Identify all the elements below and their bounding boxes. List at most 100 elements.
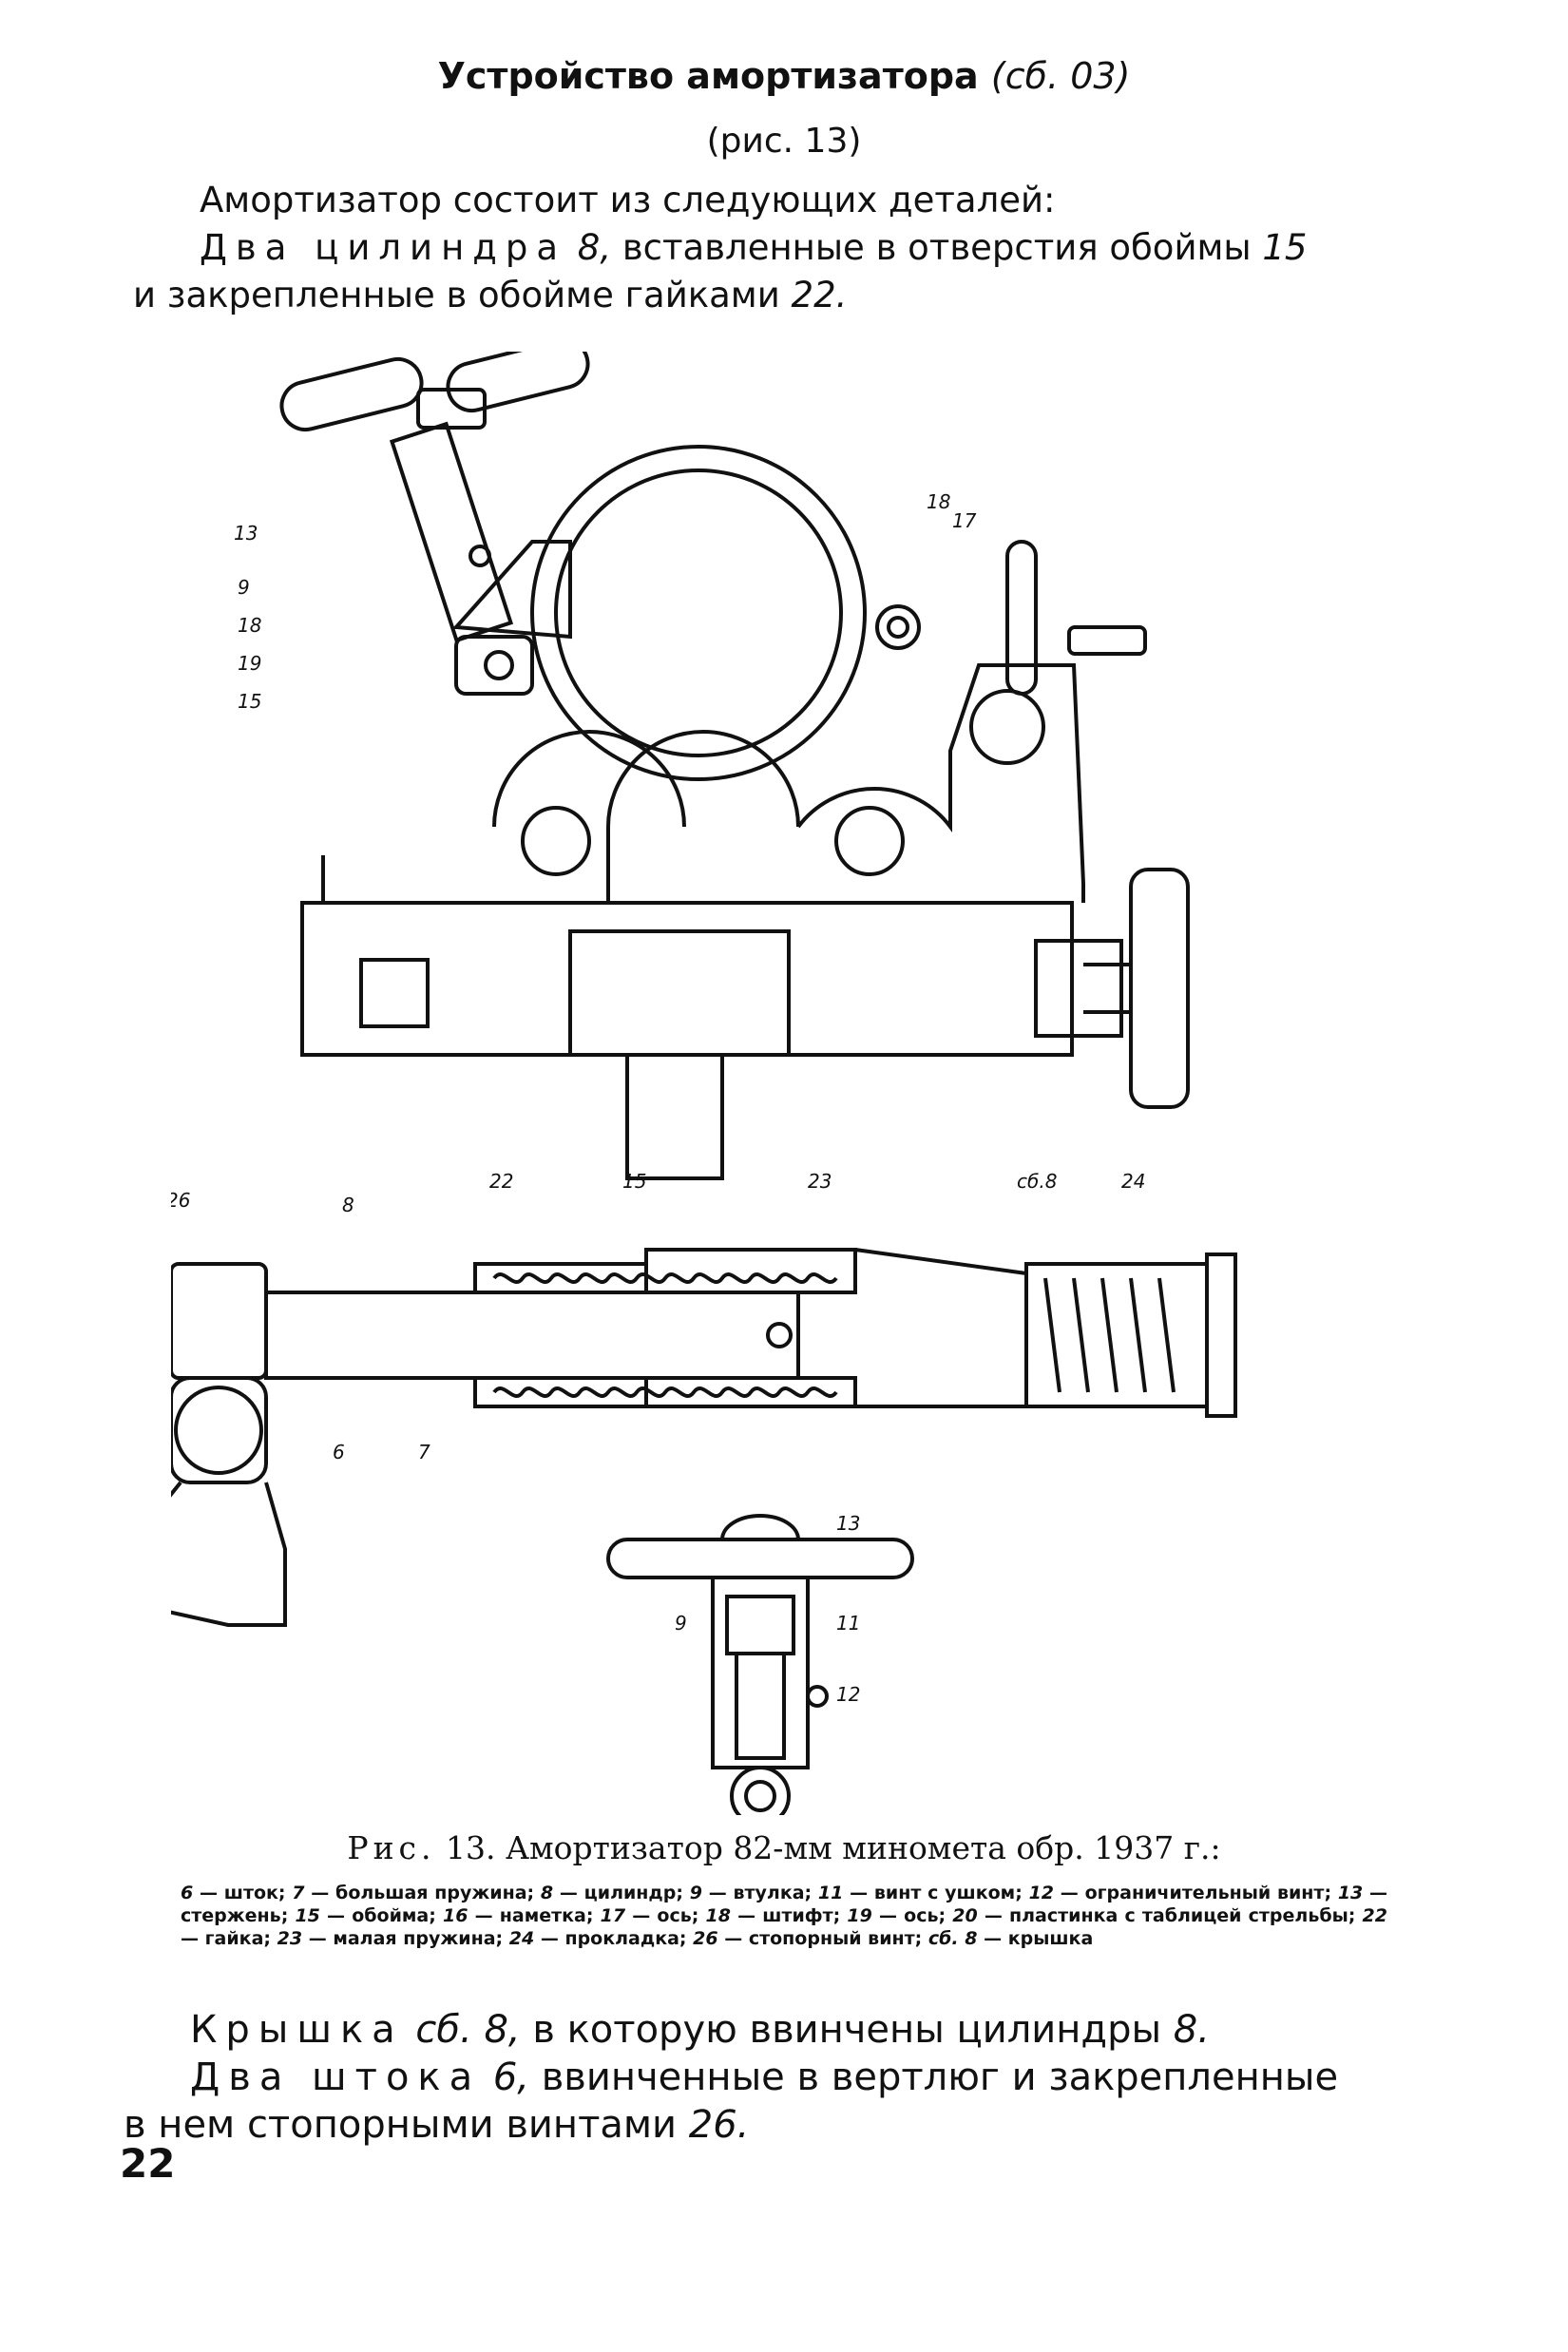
legend-item: 7 — большая пружина; — [292, 1883, 535, 1903]
legend-item-number: 18 — [705, 1905, 731, 1926]
label-11: 11 — [836, 1612, 860, 1635]
label-17: 17 — [952, 509, 977, 532]
section-title-ref: (сб. 03) — [990, 55, 1131, 97]
section-title-main: Устройство амортизатора — [437, 55, 979, 97]
label-13-bottom: 13 — [836, 1512, 860, 1535]
label-9-top: 9 — [238, 576, 250, 599]
legend-item: 11 — винт с ушком; — [817, 1883, 1023, 1903]
legend-item-number: 23 — [277, 1928, 303, 1949]
label-18-right: 18 — [927, 490, 950, 513]
section-title: Устройство амортизатора (сб. 03) — [0, 55, 1568, 97]
legend-item-number: 6 — [181, 1883, 194, 1903]
label-18-left: 18 — [238, 614, 261, 637]
legend-item-number: 20 — [952, 1905, 978, 1926]
clamp-ring-drawing — [451, 445, 921, 781]
after-num-1: 8. — [1173, 2008, 1210, 2052]
legend-item-number: 26 — [693, 1928, 718, 1949]
legend-item-text: гайка; — [204, 1928, 272, 1949]
intro-rest: вставленные в отверстия обоймы — [621, 227, 1252, 268]
label-6: 6 — [333, 1441, 345, 1463]
legend-item-number: сб. 8 — [927, 1928, 978, 1949]
legend-item-text: прокладка; — [564, 1928, 687, 1949]
legend-item-number: 16 — [443, 1905, 468, 1926]
intro-line3-text: и закрепленные в обойме гайками — [133, 275, 780, 316]
after-line3-ref: 26. — [688, 2103, 750, 2147]
section-subtitle: (рис. 13) — [706, 122, 862, 161]
legend-item-text: стопорный винт; — [748, 1928, 923, 1949]
label-sb8-b: сб.8 — [1017, 1170, 1057, 1193]
legend-item-text: шток; — [223, 1883, 286, 1903]
after-line3-text: в нем стопорными винтами — [124, 2103, 678, 2147]
intro-line-1: Амортизатор состоит из следующих деталей… — [200, 180, 1056, 220]
legend-item: 17 — ось; — [600, 1905, 699, 1926]
after-spaced-term-2: Два штока — [190, 2056, 482, 2099]
legend-item-number: 17 — [600, 1905, 626, 1926]
after-line-2: Два штока 6, ввинченные в вертлюг и закр… — [190, 2056, 1338, 2099]
label-13-top: 13 — [234, 522, 258, 545]
legend-item: 20 — пластинка с таблицей стрельбы; — [952, 1905, 1356, 1926]
page-number: 22 — [120, 2140, 176, 2187]
legend-item-text: ось; — [657, 1905, 699, 1926]
rod-detail-drawing — [606, 1514, 914, 1815]
legend-item-number: 7 — [292, 1883, 305, 1903]
legend-item: 8 — цилиндр; — [540, 1883, 683, 1903]
legend-item-number: 22 — [1362, 1905, 1387, 1926]
legend-item-text: ограничительный винт; — [1084, 1883, 1332, 1903]
label-15-top: 15 — [238, 690, 261, 713]
legend-item-text: пластинка с таблицей стрельбы; — [1009, 1905, 1356, 1926]
intro-line-2: Два цилиндра 8, вставленные в отверстия … — [200, 226, 1307, 270]
legend-item: 13 — стержень; — [181, 1883, 1388, 1926]
after-ref-1: сб. 8, — [415, 2008, 521, 2052]
legend-item: 26 — стопорный винт; — [693, 1928, 923, 1949]
legend-item-text: стержень; — [181, 1905, 289, 1926]
legend-item: сб. 8 — крышка — [927, 1928, 1094, 1949]
legend-item-text: наметка; — [499, 1905, 594, 1926]
legend-item: 19 — ось; — [847, 1905, 947, 1926]
intro-line3-ref: 22. — [791, 275, 848, 316]
legend-item: 22 — гайка; — [181, 1905, 1387, 1949]
base-drawing — [300, 540, 1190, 1180]
label-15-mid: 15 — [622, 1170, 646, 1193]
label-12: 12 — [836, 1683, 860, 1706]
legend-item: 9 — втулка; — [689, 1883, 813, 1903]
legend-item: 24 — прокладка; — [508, 1928, 687, 1949]
label-19: 19 — [238, 652, 261, 675]
after-num-2: 6, — [492, 2056, 529, 2099]
legend-item: 12 — ограничительный винт; — [1028, 1883, 1332, 1903]
legend-item: 15 — обойма; — [295, 1905, 436, 1926]
after-line-3: в нем стопорными винтами 26. — [124, 2103, 749, 2147]
legend-item-text: большая пружина; — [335, 1883, 535, 1903]
legend-item-text: штифт; — [762, 1905, 841, 1926]
label-9-bottom: 9 — [675, 1612, 687, 1635]
legend-item-number: 8 — [540, 1883, 554, 1903]
legend-item-text: ось; — [904, 1905, 947, 1926]
label-23: 23 — [808, 1170, 832, 1193]
legend-item: 16 — наметка; — [443, 1905, 594, 1926]
label-22: 22 — [489, 1170, 513, 1193]
intro-spaced-term: Два цилиндра — [200, 227, 567, 268]
legend-item: 18 — штифт; — [705, 1905, 841, 1926]
legend-item-number: 9 — [689, 1883, 702, 1903]
legend-item-number: 19 — [847, 1905, 872, 1926]
legend-item-number: 12 — [1028, 1883, 1055, 1903]
after-line-1: Крышка сб. 8, в которую ввинчены цилиндр… — [190, 2008, 1210, 2052]
label-7: 7 — [418, 1441, 430, 1463]
legend-item-number: 15 — [295, 1905, 320, 1926]
legend-item-text: крышка — [1007, 1928, 1094, 1949]
handle-drawing — [279, 352, 590, 643]
figure-caption: Рис. 13. Амортизатор 82-мм миномета обр.… — [0, 1829, 1568, 1866]
label-26: 26 — [171, 1189, 190, 1212]
legend-item-text: втулка; — [733, 1883, 813, 1903]
after-spaced-term-1: Крышка — [190, 2008, 404, 2052]
legend-item-number: 11 — [817, 1883, 844, 1903]
intro-num: 8, — [577, 227, 612, 268]
caption-text: 13. Амортизатор 82-мм миномета обр. 1937… — [446, 1829, 1221, 1866]
legend-item-text: цилиндр; — [583, 1883, 683, 1903]
intro-ref: 15 — [1262, 227, 1308, 268]
legend-item-number: 24 — [508, 1928, 535, 1949]
cylinder-section-drawing — [171, 1248, 1237, 1627]
after-rest-1: в которую ввинчены цилиндры — [532, 2008, 1162, 2052]
figure-legend: 6 — шток; 7 — большая пружина; 8 — цилин… — [181, 1882, 1387, 1950]
label-8: 8 — [342, 1194, 354, 1216]
legend-item: 23 — малая пружина; — [277, 1928, 504, 1949]
